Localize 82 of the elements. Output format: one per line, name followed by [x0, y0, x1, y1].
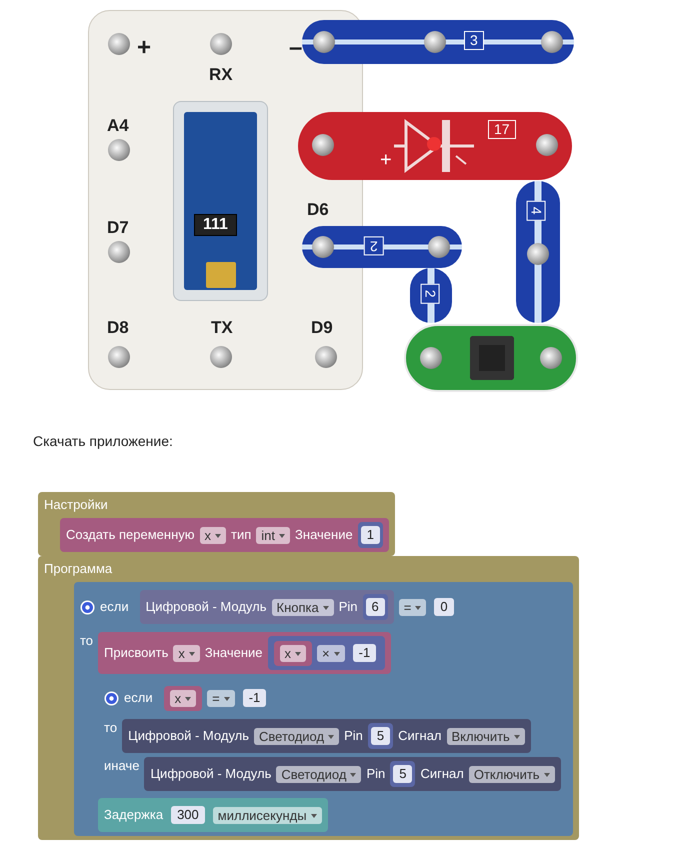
delay-block	[98, 798, 328, 832]
dropdown: миллисекунды	[212, 806, 322, 824]
block-label: Цифровой - Модуль	[128, 727, 250, 745]
block-label: Настройки	[44, 496, 108, 514]
dropdown: x	[173, 644, 200, 662]
dropdown: =	[207, 690, 235, 706]
wire-piece	[302, 20, 574, 64]
dropdown: =	[398, 598, 426, 616]
dropdown: x	[170, 690, 196, 706]
block-label: Присвоить	[104, 644, 168, 662]
pin-label: D8	[107, 319, 129, 336]
dropdown: Светодиод	[276, 766, 362, 782]
dropdown: Включить	[446, 728, 525, 744]
math-block	[268, 636, 386, 670]
polarity-mark: –	[289, 36, 302, 60]
value-block	[390, 761, 416, 787]
block-label: Создать переменную	[66, 526, 195, 544]
block-label: если	[124, 689, 153, 707]
part-number: 17	[488, 120, 516, 140]
dropdown: Светодиод	[254, 728, 340, 744]
dropdown: x	[280, 644, 306, 662]
wire-piece	[410, 268, 452, 323]
digital-write-block	[122, 719, 531, 753]
number-field: 5	[370, 727, 390, 745]
variable-block	[274, 640, 312, 666]
part-number: 4	[526, 200, 546, 221]
pin-label: RX	[209, 66, 233, 83]
dropdown: Кнопка	[272, 598, 334, 616]
variable-block	[164, 686, 202, 710]
digital-read-block	[140, 590, 394, 624]
block-label: тип	[231, 526, 252, 544]
block-label: иначе	[104, 757, 140, 775]
pin-label: D7	[107, 219, 129, 236]
block-label: Pin	[366, 765, 386, 783]
block-label: Значение	[204, 644, 263, 662]
block-label: Цифровой - Модуль	[146, 598, 266, 616]
block-label: Pin	[338, 598, 358, 616]
digital-write-block	[144, 757, 561, 791]
part-number: 3	[464, 31, 484, 50]
polarity-mark: +	[137, 36, 152, 60]
part-number: 2	[364, 236, 384, 256]
part-number: 111	[194, 214, 237, 236]
block-label: то	[104, 719, 118, 737]
controller-module	[173, 101, 268, 301]
assign-block	[98, 632, 392, 674]
dropdown: ×	[317, 644, 345, 662]
number-field: 5	[393, 765, 412, 783]
number-field: -1	[352, 644, 376, 662]
block-label: Задержка	[104, 806, 164, 824]
block-label: Цифровой - Модуль	[150, 765, 272, 783]
wire-piece	[302, 226, 462, 268]
pin-label: TX	[211, 319, 233, 336]
program-block	[38, 556, 579, 840]
polarity-mark: +	[380, 150, 392, 170]
block-label: то	[80, 632, 94, 650]
pin-label: D9	[311, 319, 333, 336]
block-label: если	[100, 598, 129, 616]
variable-block	[60, 518, 389, 552]
if-block	[74, 582, 573, 836]
pin-label: A4	[107, 117, 129, 134]
block-label: Сигнал	[398, 727, 442, 745]
wire-piece	[516, 181, 560, 323]
block-label: Pin	[344, 727, 363, 745]
dropdown: x	[200, 526, 226, 544]
number-field: 0	[434, 598, 454, 616]
number-field: -1	[242, 689, 266, 707]
setup-block	[38, 492, 395, 556]
block-label: Значение	[295, 526, 353, 544]
part-number: 2	[420, 284, 440, 304]
block-label: Программа	[44, 560, 112, 578]
number-field: 6	[366, 598, 385, 616]
value-block	[358, 522, 383, 548]
pin-label: D6	[307, 201, 329, 218]
base-board	[88, 10, 363, 390]
download-note: Скачать приложение:	[33, 432, 173, 450]
number-field: 300	[171, 806, 205, 824]
number-field: 1	[360, 526, 380, 544]
dropdown: int	[256, 526, 290, 544]
dropdown: Отключить	[468, 766, 555, 782]
value-block	[362, 594, 388, 620]
block-label: Сигнал	[420, 765, 464, 783]
value-block	[368, 723, 394, 749]
